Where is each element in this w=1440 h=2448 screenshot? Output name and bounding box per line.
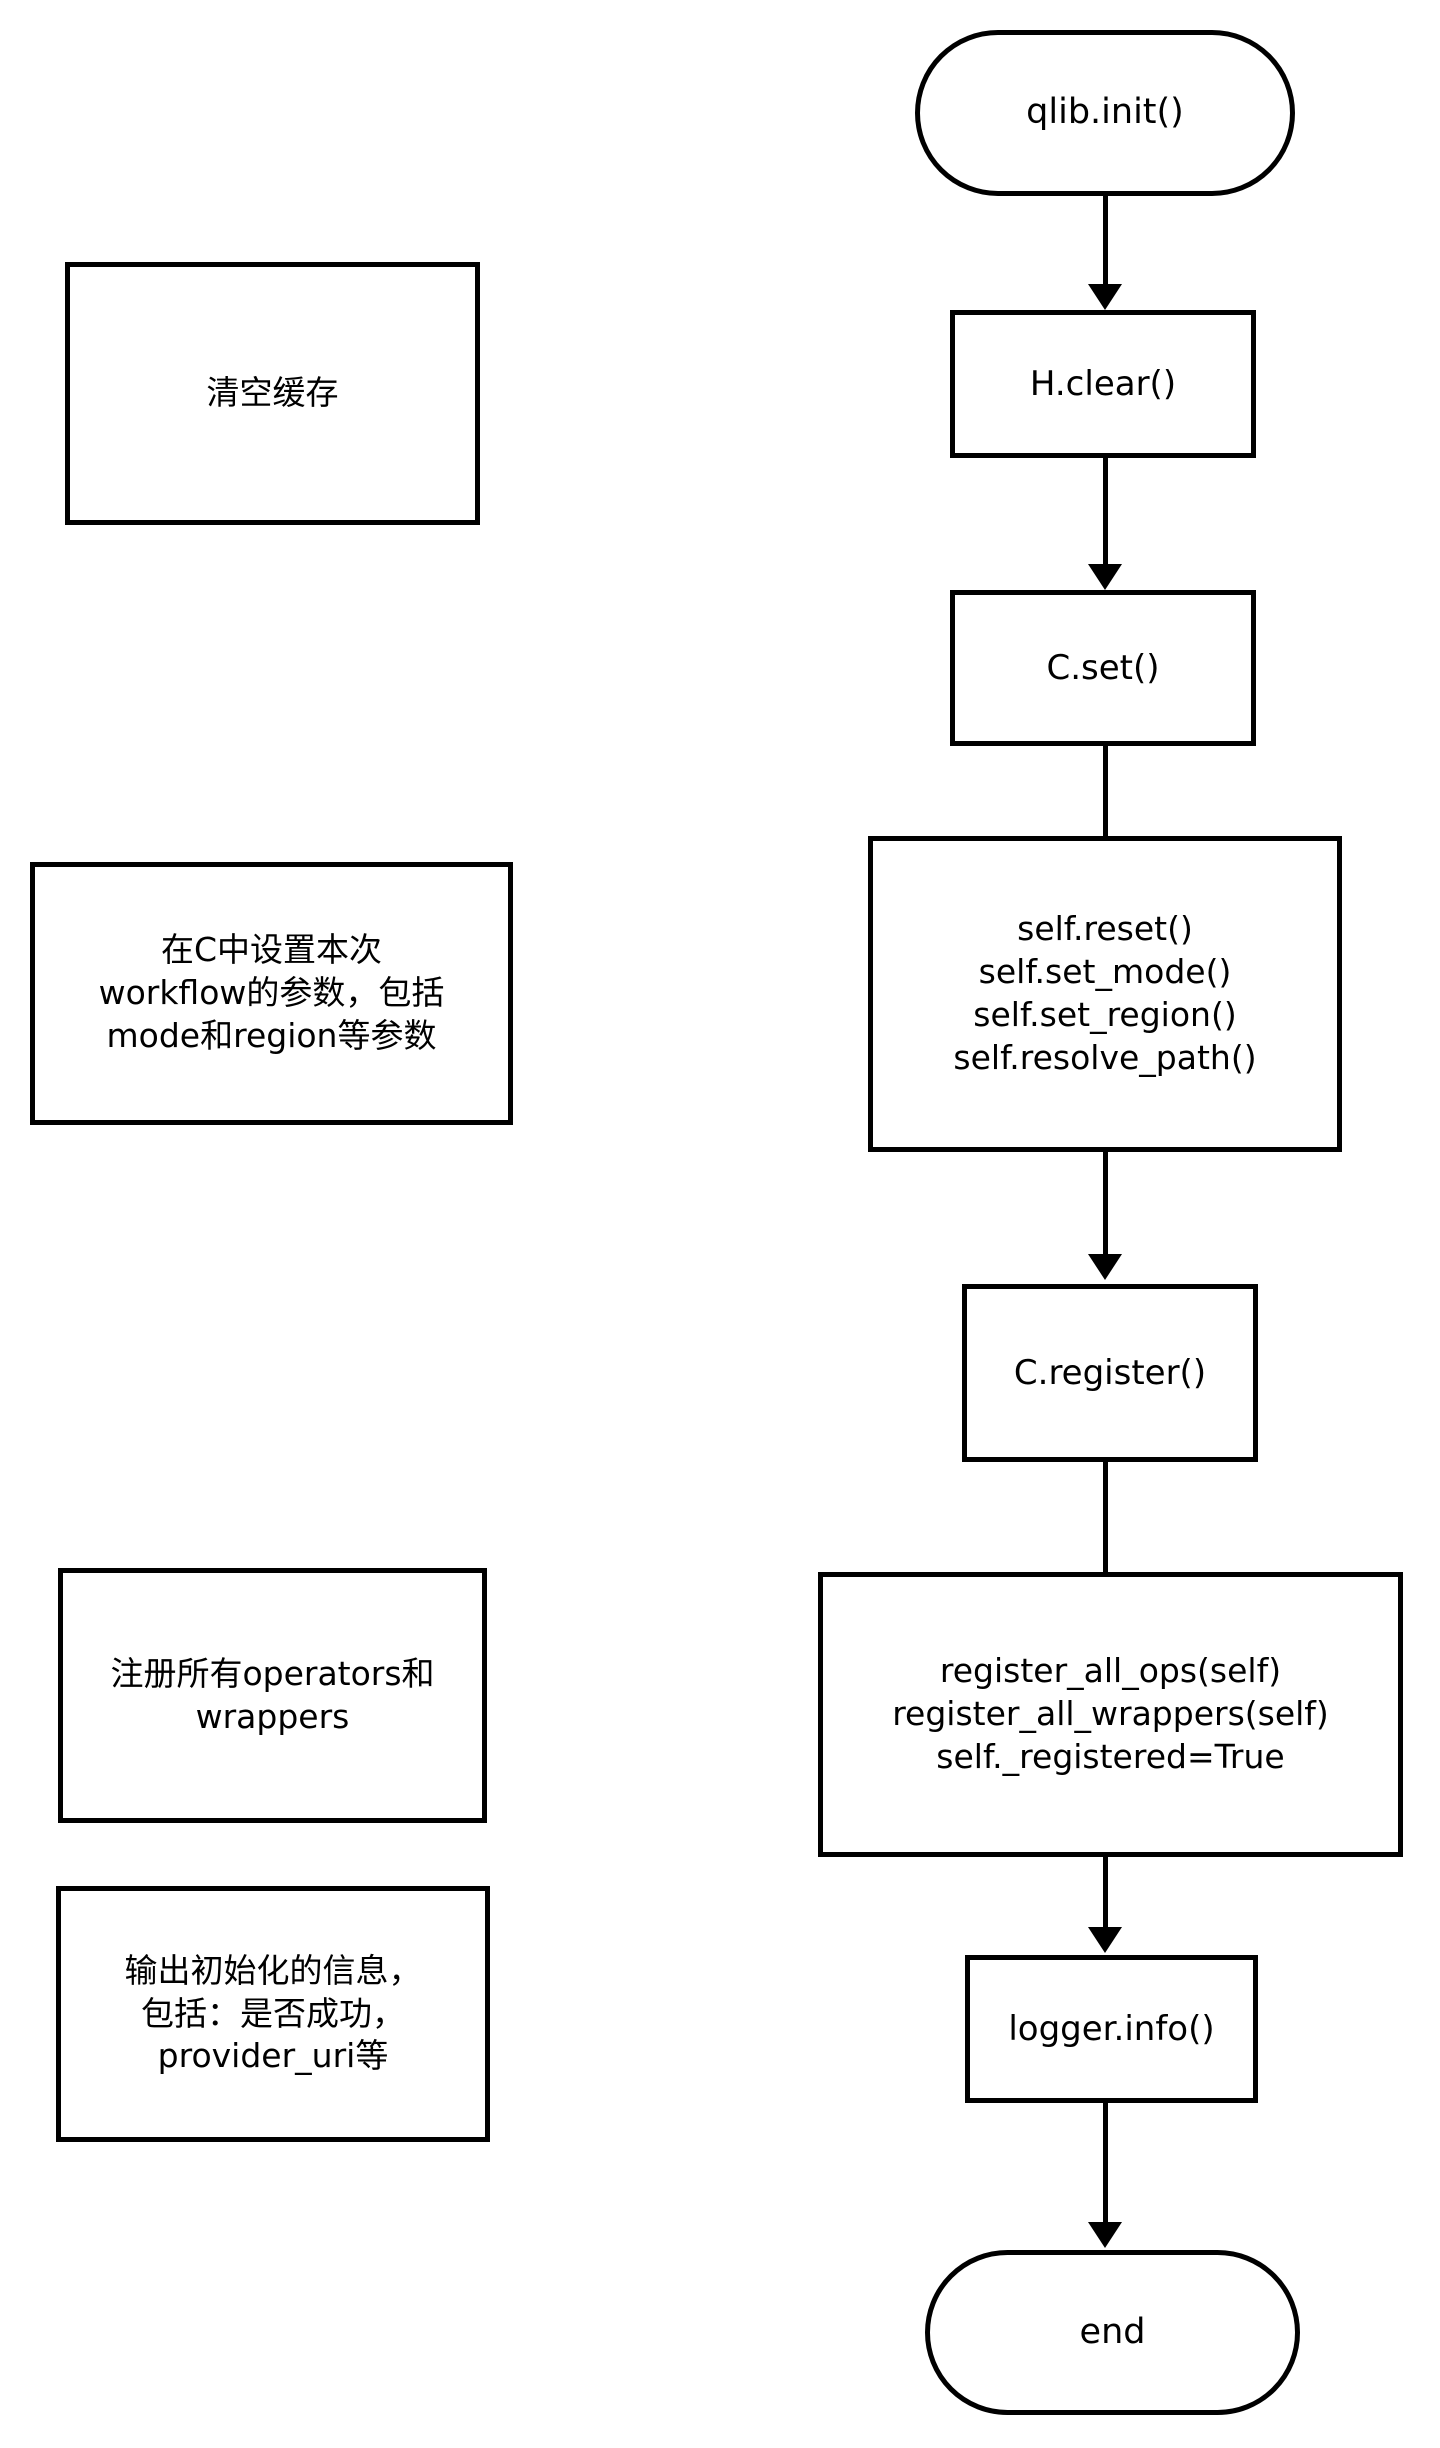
annotation-logger-output-label: 输出初始化的信息， 包括：是否成功， provider_uri等 (124, 1950, 422, 2076)
annotation-clear-cache: 清空缓存 (65, 262, 480, 525)
edge-start-to-hclear (1103, 196, 1108, 286)
node-c-set-label: C.set() (1046, 647, 1160, 688)
edge-selfconfig-to-cregister (1103, 1152, 1108, 1256)
node-c-set: C.set() (950, 590, 1256, 746)
edge-logger-to-end (1103, 2103, 1108, 2230)
node-end-label: end (1079, 2311, 1146, 2352)
edge-cset-to-selfconfig (1103, 746, 1108, 838)
node-register-all-label: register_all_ops(self) register_all_wrap… (892, 1651, 1329, 1776)
edge-cregister-to-registerall (1103, 1462, 1108, 1574)
node-h-clear: H.clear() (950, 310, 1256, 458)
node-qlib-init: qlib.init() (915, 30, 1295, 196)
node-c-register-label: C.register() (1013, 1352, 1207, 1393)
edge-logger-to-end-arrowhead (1088, 2222, 1122, 2248)
annotation-config-params: 在C中设置本次 workflow的参数，包括 mode和region等参数 (30, 862, 513, 1125)
node-c-register: C.register() (962, 1284, 1258, 1462)
edge-start-to-hclear-arrowhead (1088, 284, 1122, 310)
node-self-config-label: self.reset() self.set_mode() self.set_re… (953, 909, 1257, 1077)
annotation-register-ops-label: 注册所有operators和 wrappers (110, 1653, 435, 1736)
node-self-config: self.reset() self.set_mode() self.set_re… (868, 836, 1342, 1152)
node-qlib-init-label: qlib.init() (1026, 92, 1184, 133)
edge-registerall-to-logger (1103, 1857, 1108, 1929)
annotation-clear-cache-label: 清空缓存 (206, 373, 339, 413)
node-end: end (925, 2250, 1300, 2415)
edge-registerall-to-logger-arrowhead (1088, 1927, 1122, 1953)
edge-selfconfig-to-cregister-arrowhead (1088, 1254, 1122, 1280)
annotation-logger-output: 输出初始化的信息， 包括：是否成功， provider_uri等 (56, 1886, 490, 2142)
edge-hclear-to-cset-arrowhead (1088, 564, 1122, 590)
edge-hclear-to-cset (1103, 458, 1108, 566)
node-logger-info-label: logger.info() (1008, 2008, 1215, 2049)
node-h-clear-label: H.clear() (1029, 363, 1177, 404)
node-register-all: register_all_ops(self) register_all_wrap… (818, 1572, 1403, 1857)
annotation-register-ops: 注册所有operators和 wrappers (58, 1568, 487, 1823)
annotation-config-params-label: 在C中设置本次 workflow的参数，包括 mode和region等参数 (98, 930, 445, 1055)
node-logger-info: logger.info() (965, 1955, 1258, 2103)
